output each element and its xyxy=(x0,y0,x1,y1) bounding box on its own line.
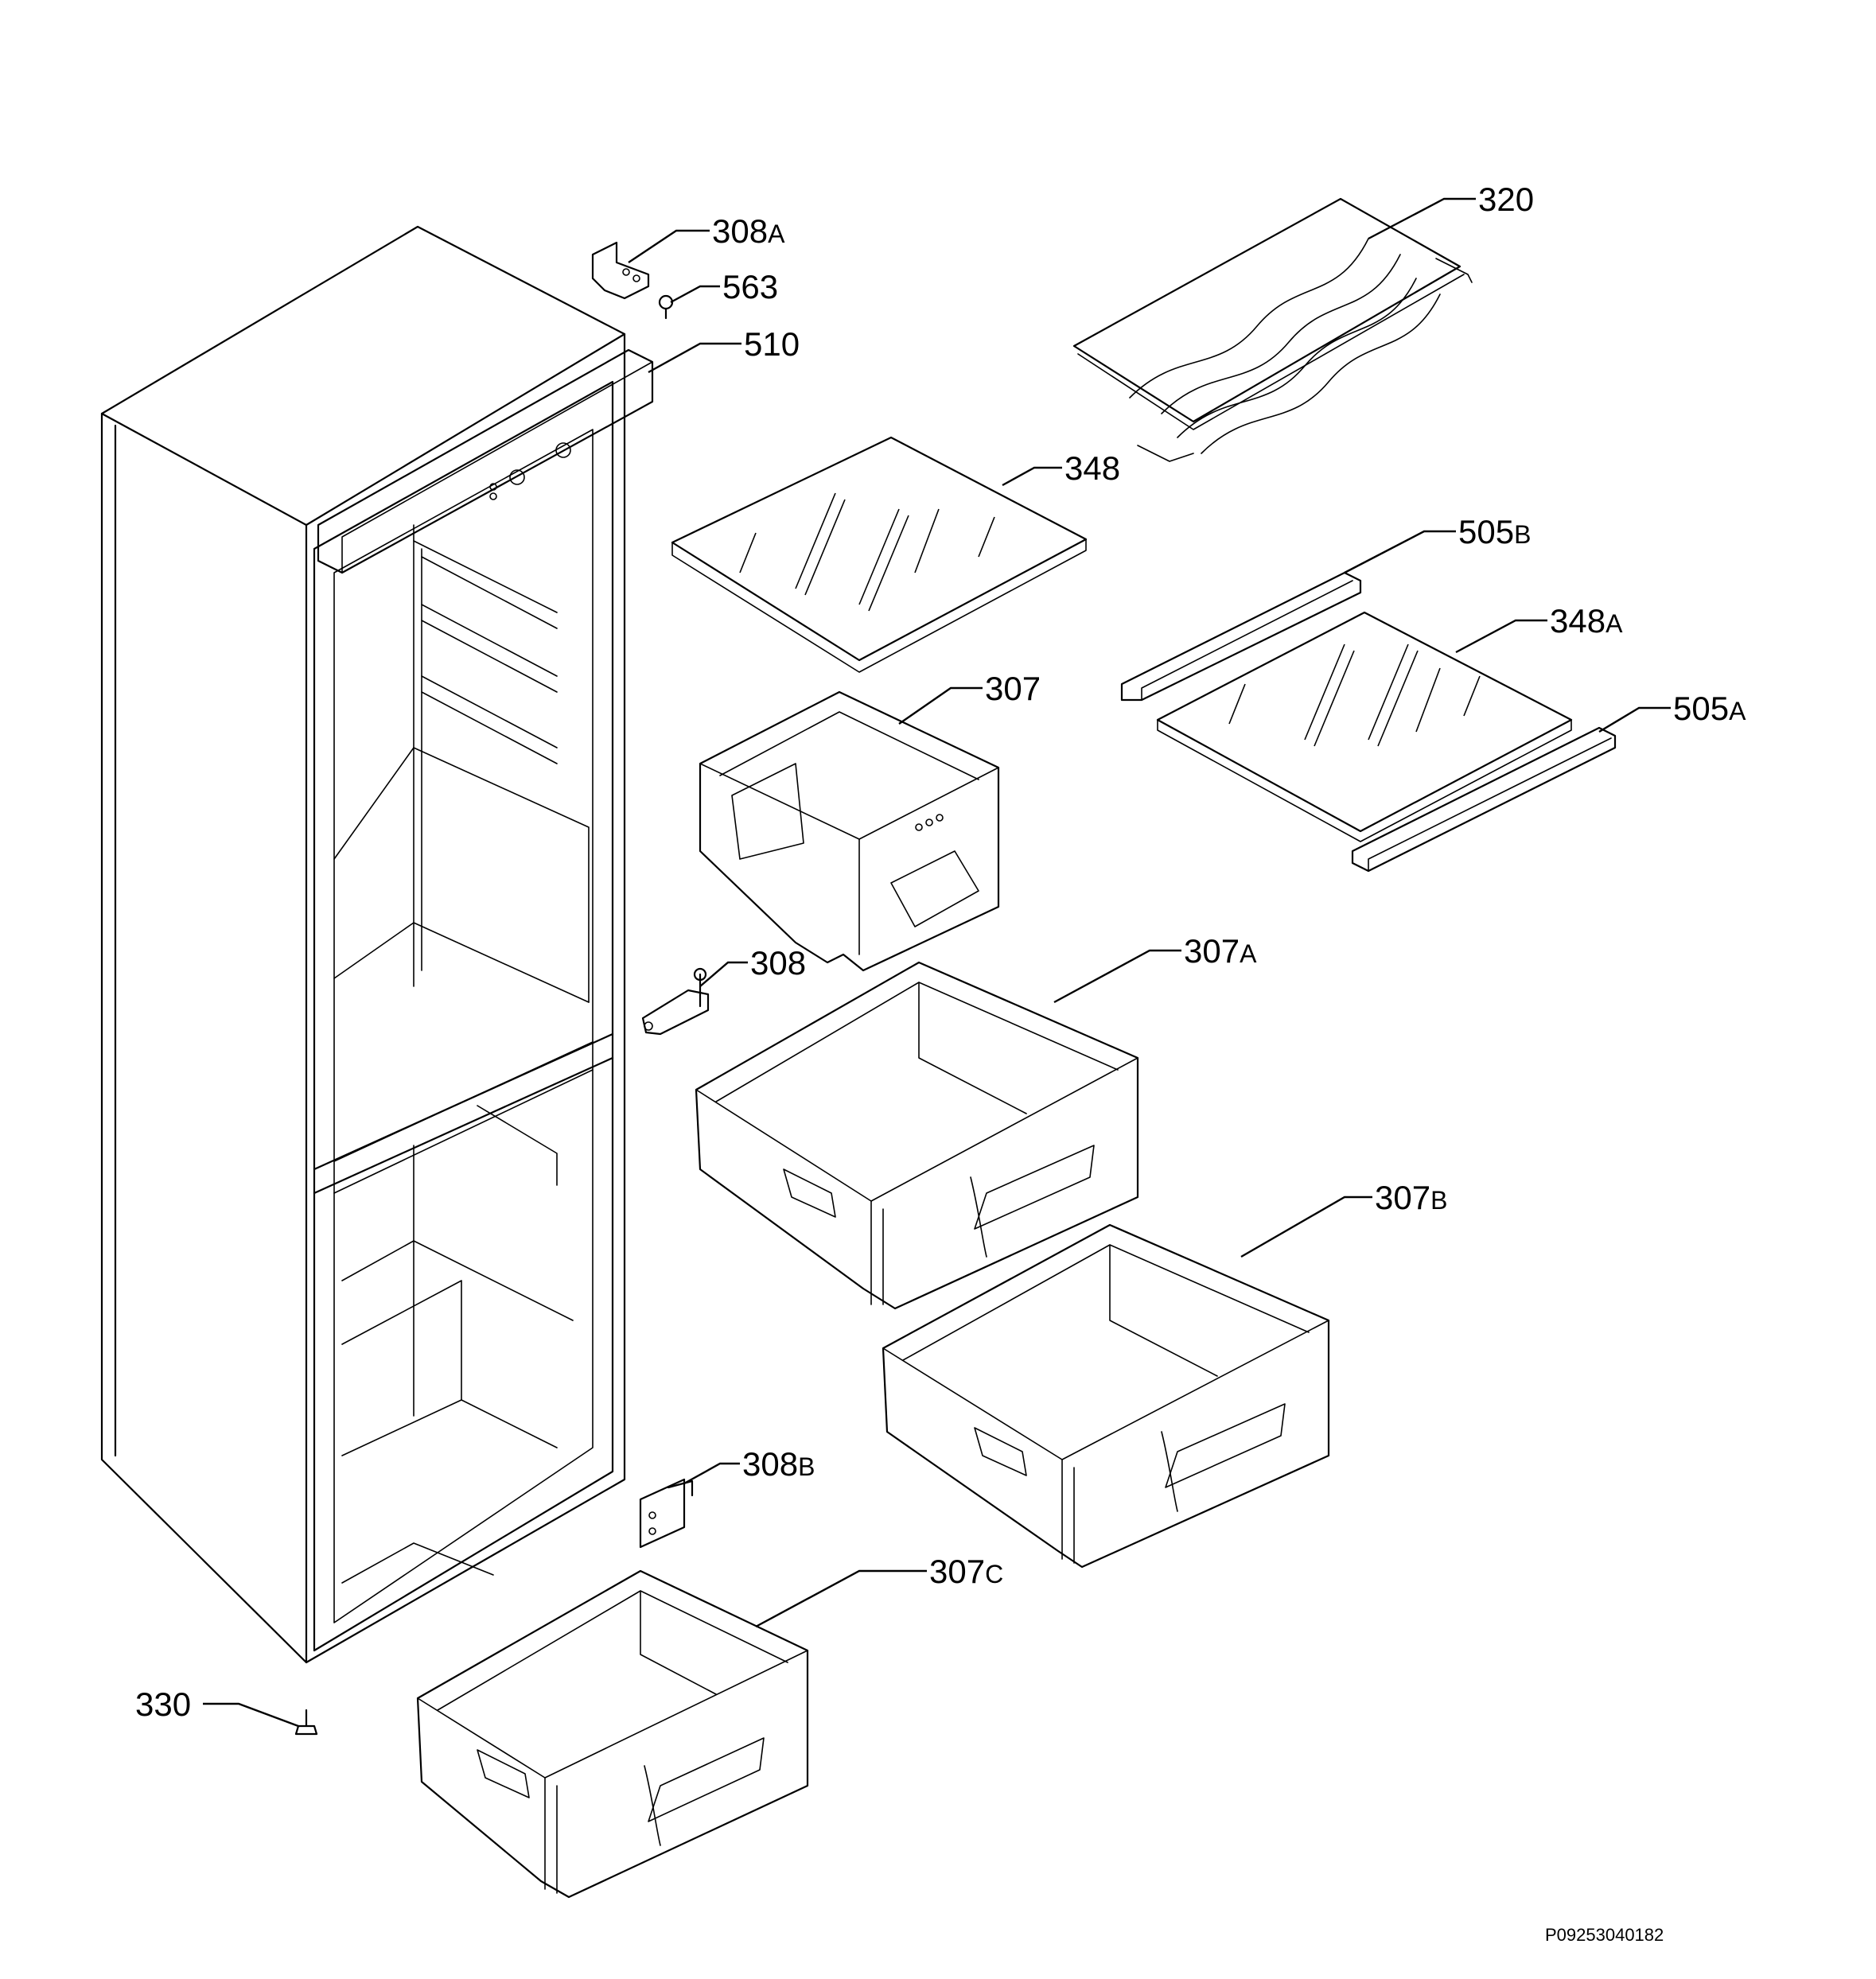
part-label-563: 563 xyxy=(722,268,778,305)
fridge-cabinet-drawing xyxy=(100,225,654,1664)
foot-330-drawing xyxy=(294,1709,318,1736)
part-label-330: 330 xyxy=(135,1685,191,1723)
part-label-308: 308 xyxy=(750,944,806,982)
shelf-trim-505b-drawing xyxy=(1120,571,1362,702)
part-label-307: 307 xyxy=(985,670,1041,707)
drawer-307c-drawing xyxy=(416,1569,809,1899)
hinge-bracket-308a-drawing xyxy=(591,241,650,300)
part-label-505b: 505B xyxy=(1458,513,1531,550)
part-label-307a: 307A xyxy=(1184,932,1257,970)
part-label-308a: 308A xyxy=(712,212,785,250)
glass-shelf-348a-drawing xyxy=(1156,611,1573,842)
part-label-308b: 308B xyxy=(742,1445,815,1483)
part-label-510: 510 xyxy=(744,325,800,363)
drawer-307b-drawing xyxy=(882,1223,1330,1569)
glass-shelf-348-drawing xyxy=(671,436,1088,673)
screw-563-drawing xyxy=(658,294,674,320)
part-label-505a: 505A xyxy=(1673,690,1746,727)
part-label-307b: 307B xyxy=(1375,1179,1447,1216)
part-label-307c: 307C xyxy=(929,1553,1003,1590)
part-label-320: 320 xyxy=(1478,181,1534,218)
hinge-308b-drawing xyxy=(639,1478,694,1549)
part-label-348a: 348A xyxy=(1550,602,1623,640)
crisper-307-drawing xyxy=(699,690,1000,972)
wine-rack-320-drawing xyxy=(1072,197,1473,462)
drawer-307a-drawing xyxy=(695,961,1139,1310)
part-label-348: 348 xyxy=(1064,449,1120,487)
hinge-308-drawing xyxy=(641,967,710,1036)
leader-lines xyxy=(203,197,1671,1728)
drawing-code: P09253040182 xyxy=(1545,1925,1664,1945)
shelf-trim-505a-drawing xyxy=(1351,726,1617,873)
